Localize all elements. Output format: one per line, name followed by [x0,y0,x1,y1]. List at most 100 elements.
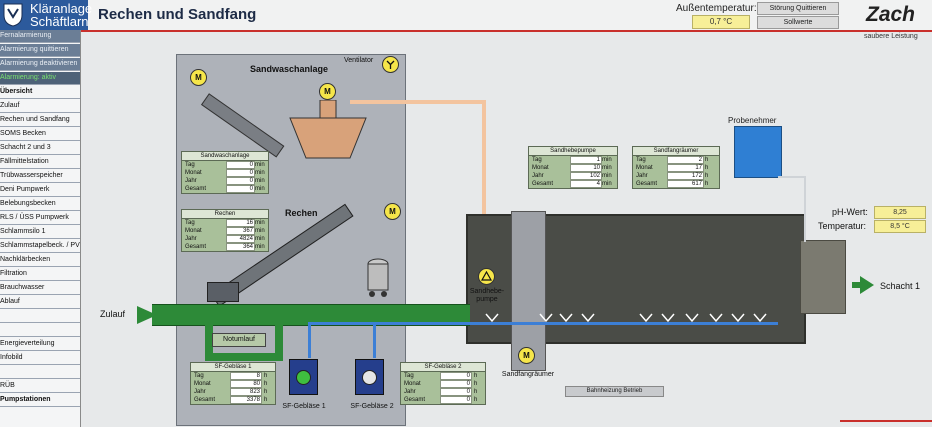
ventilator-icon[interactable] [382,56,399,73]
sand-scraper-motor-icon[interactable]: M [518,347,535,364]
sidebar-item[interactable]: RLS / ÜSS Pumpwerk [0,212,80,225]
runtime-period-label: Monat [636,165,653,171]
runtime-period-label: Monat [185,228,202,234]
runtime-period-label: Jahr [404,389,416,395]
sidebar-item[interactable]: RÜB [0,380,80,393]
water-temp-value: 8,5 °C [874,220,926,233]
runtime-unit: h [474,373,478,379]
runtime-unit: min [602,173,612,179]
runtime-unit: h [264,373,268,379]
sidebar-item[interactable]: Infobild [0,352,80,365]
sidebar-item[interactable]: Fernalarmierung [0,30,80,43]
sidebar-item[interactable]: Alarmierung quittieren [0,44,80,57]
sidebar-item[interactable]: Deni Pumpwerk [0,184,80,197]
ph-value: 8,25 [874,206,926,219]
runtime-unit: min [255,178,265,184]
air-line-blower1 [308,324,311,358]
runtime-period-label: Monat [404,381,421,387]
runtime-value: 617 [667,180,704,188]
runtime-period-label: Jahr [185,236,197,242]
runtime-period-label: Gesamt [185,186,207,192]
schacht-label: Schacht 1 [880,281,921,291]
runtime-unit: min [602,181,612,187]
runtime-value: 16 [226,219,255,227]
runtime-period-label: Tag [185,220,195,226]
sf-blower-1-label: SF-Gebläse 1 [282,403,326,410]
runtime-unit: min [255,244,265,250]
runtime-period-label: Monat [532,165,549,171]
sidebar-item[interactable]: Schlammsilo 1 [0,226,80,239]
sf-blower-1[interactable] [289,359,318,395]
air-line-blower2 [373,324,376,358]
sand-screw-motor-icon[interactable]: M [190,69,207,86]
sampler-unit[interactable] [734,126,782,178]
runtime-period-label: Gesamt [532,181,554,187]
sidebar-item[interactable]: Belebungsbecken [0,198,80,211]
sidebar-item[interactable]: Übersicht [0,86,80,99]
runtime-unit: h [474,397,478,403]
runtime-period-label: Tag [532,157,542,163]
sf-blower-2-label: SF-Gebläse 2 [350,403,394,410]
runtime-value: 2 [667,156,704,164]
runtime-period-label: Jahr [194,389,206,395]
runtime-unit: h [705,173,709,179]
sidebar-item[interactable]: Alarmierung: aktiv [0,72,80,85]
sidebar-item[interactable]: Nachklärbecken [0,254,80,267]
sand-washer-motor-icon[interactable]: M [319,83,336,100]
runtime-period-label: Tag [194,373,204,379]
sidebar-item[interactable]: Ablauf [0,296,80,309]
logo-line1: Kläranlage [30,1,93,16]
runtime-value: 364 [226,243,255,251]
outside-temp-label: Außentemperatur: [676,3,757,14]
aeration-diffusers [485,313,767,323]
sidebar-item[interactable]: Pumpstationen [0,394,80,407]
track-heating-status: Bahnheizung Betrieb [565,386,664,397]
runtime-unit: h [474,381,478,387]
runtime-value: 4824 [226,235,255,243]
runtime-table-title: Sandfangräumer [633,147,719,156]
fault-ack-button[interactable]: Störung Quittieren [757,2,839,15]
sidebar-item[interactable] [0,324,80,337]
runtime-period-label: Gesamt [404,397,426,403]
runtime-unit: h [705,181,709,187]
rake-motor-icon[interactable]: M [384,203,401,220]
sidebar-item[interactable]: Zulauf [0,100,80,113]
sand-lift-pump-icon[interactable] [478,268,495,285]
runtime-period-label: Jahr [636,173,648,179]
sidebar-item[interactable]: Rechen und Sandfang [0,114,80,127]
sidebar-item[interactable]: Energieverteilung [0,338,80,351]
sidebar-item[interactable]: SOMS Becken [0,128,80,141]
setpoints-button[interactable]: Sollwerte [757,16,839,29]
sidebar-item[interactable]: Trübwasserspeicher [0,170,80,183]
runtime-unit: min [255,162,265,168]
plant-logo: Kläranlage Schäftlarn [0,0,92,30]
runtime-unit: min [255,186,265,192]
runtime-period-label: Monat [194,381,211,387]
runtime-value: 0 [440,388,472,396]
sf-blower-2[interactable] [355,359,384,395]
blower-stopped-icon [362,370,377,385]
brand-tagline: saubere Leistung [864,33,918,40]
sampler-line [778,176,806,178]
sidebar-item[interactable]: Schlammstapelbeck. / PV [0,240,80,253]
sidebar-item[interactable]: Filtration [0,268,80,281]
sidebar-item[interactable] [0,310,80,323]
sidebar-item[interactable]: Alarmierung deaktivieren [0,58,80,71]
sidebar-item[interactable] [0,366,80,379]
runtime-value: 0 [440,380,472,388]
sidebar-item[interactable]: Fällmittelstation [0,156,80,169]
sampler-line-v [804,176,806,242]
sidebar-item[interactable]: Schacht 2 und 3 [0,142,80,155]
runtime-unit: min [602,157,612,163]
sidebar-item[interactable]: Brauchwasser [0,282,80,295]
